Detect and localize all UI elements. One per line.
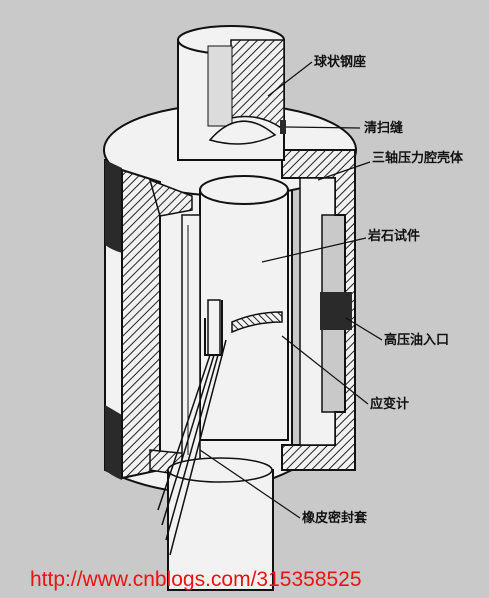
watermark-url: http://www.cnblogs.com/315358525 xyxy=(30,568,362,591)
ball-seat xyxy=(208,120,277,145)
shell-upper-dark-band xyxy=(105,160,122,253)
upper-piston-inner-face xyxy=(207,45,233,127)
sweep-seam xyxy=(280,120,286,134)
label-rock-specimen: 岩石试件 xyxy=(368,229,421,244)
oil-inlet-port xyxy=(320,292,352,330)
shell-lower-dark-band xyxy=(105,405,122,480)
rock-specimen-top xyxy=(199,175,289,205)
strain-gauge-horizontal xyxy=(231,311,283,334)
shell-left-wall-section xyxy=(121,168,161,480)
upper-piston-cutaway xyxy=(230,39,285,132)
label-sweep-seam: 清扫缝 xyxy=(364,121,404,136)
label-strain-gauge: 应变计 xyxy=(370,397,410,412)
label-ball-seat: 球状钢座 xyxy=(314,55,367,70)
label-rubber-sleeve: 橡皮密封套 xyxy=(302,511,368,526)
label-oil-inlet: 高压油入口 xyxy=(384,333,450,348)
leader-lines xyxy=(199,61,383,519)
strain-gauge-vertical xyxy=(207,299,221,356)
gauge-wires xyxy=(157,339,227,556)
lower-piston xyxy=(167,469,274,591)
rubber-sleeve-left xyxy=(181,214,201,473)
label-cavity-shell: 三轴压力腔壳体 xyxy=(372,151,464,166)
shell-right-inner-cavity xyxy=(299,177,336,446)
shell-left-upper-flange xyxy=(148,178,193,217)
